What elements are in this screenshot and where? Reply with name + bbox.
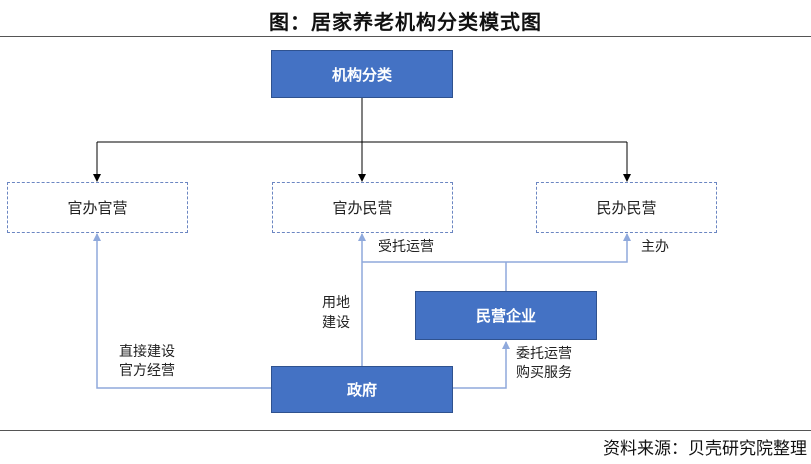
top-divider (0, 36, 811, 37)
label-direct-build-2: 官方经营 (119, 363, 175, 379)
label-entrusted-operation: 受托运营 (378, 239, 434, 255)
edge-gov-direct-build (93, 233, 271, 389)
label-commission-1: 委托运营 (516, 346, 572, 362)
bottom-divider (0, 430, 811, 431)
label-land-build-2: 建设 (322, 315, 350, 331)
label-commission-2: 购买服务 (516, 365, 572, 381)
edge-gov-commission (453, 341, 510, 389)
root-node: 机构分类 (271, 50, 453, 98)
label-land-build-1: 用地 (322, 295, 350, 311)
node-gov-built-gov-run: 官办官营 (7, 182, 188, 233)
node-private-built-private-run: 民办民营 (536, 182, 717, 233)
label-direct-build-1: 直接建设 (119, 344, 175, 360)
node-government: 政府 (271, 366, 453, 413)
edge-enterprise-sponsor (506, 233, 631, 263)
source-note: 资料来源：贝壳研究院整理 (603, 439, 807, 459)
diagram-title: 图：居家养老机构分类模式图 (269, 10, 542, 34)
node-private-enterprise: 民营企业 (415, 291, 597, 340)
node-gov-built-private-run: 官办民营 (272, 182, 453, 233)
label-sponsor: 主办 (641, 239, 669, 255)
